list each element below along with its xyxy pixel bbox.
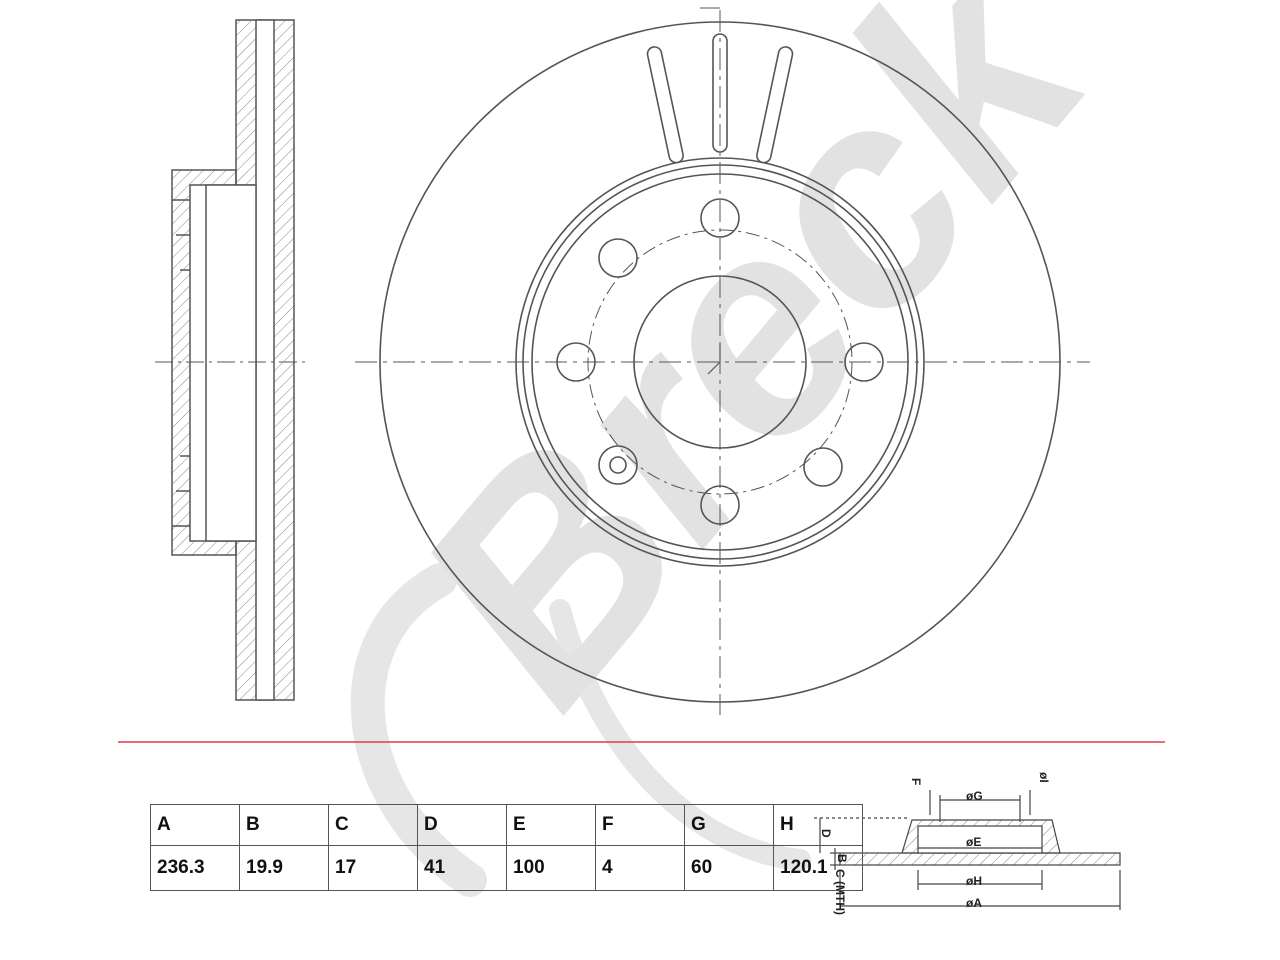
disc-side-section-view [155, 19, 310, 701]
bolt-hole [598, 238, 638, 278]
brand-logo-text: Breck [352, 0, 1156, 761]
table-value-cell: 41 [417, 845, 507, 891]
table-header-cell: B [239, 804, 329, 846]
dim-label-f: F [909, 778, 923, 785]
table-header-cell: D [417, 804, 507, 846]
dim-label-i: øI [1037, 772, 1051, 783]
table-header-row: A B C D E F G H [150, 804, 863, 846]
dim-label-e: øE [966, 835, 981, 849]
table-value-cell: 100 [506, 845, 596, 891]
table-header-cell: A [150, 804, 240, 846]
bolt-hole [844, 342, 884, 382]
dimensions-table: A B C D E F G H 236.3 19.9 17 41 100 4 6… [150, 804, 863, 891]
table-value-cell: 60 [684, 845, 774, 891]
table-value-cell: 17 [328, 845, 418, 891]
dim-label-h: øH [966, 874, 982, 888]
table-header-cell: E [506, 804, 596, 846]
bolt-hole [598, 445, 638, 485]
table-header-cell: G [684, 804, 774, 846]
bolt-hole [700, 198, 740, 238]
table-value-cell: 19.9 [239, 845, 329, 891]
table-header-cell: F [595, 804, 685, 846]
dim-label-a: øA [966, 896, 982, 910]
bolt-hole [803, 447, 843, 487]
table-value-cell: 4 [595, 845, 685, 891]
table-header-cell: H [773, 804, 863, 846]
table-value-cell: 120.1 [773, 845, 863, 891]
brand-logo-watermark: Breck [350, 0, 1156, 897]
disc-front-view [355, 7, 1090, 715]
dim-label-g: øG [966, 789, 983, 803]
table-value-cell: 236.3 [150, 845, 240, 891]
table-values-row: 236.3 19.9 17 41 100 4 60 120.1 [150, 845, 863, 891]
table-header-cell: C [328, 804, 418, 846]
